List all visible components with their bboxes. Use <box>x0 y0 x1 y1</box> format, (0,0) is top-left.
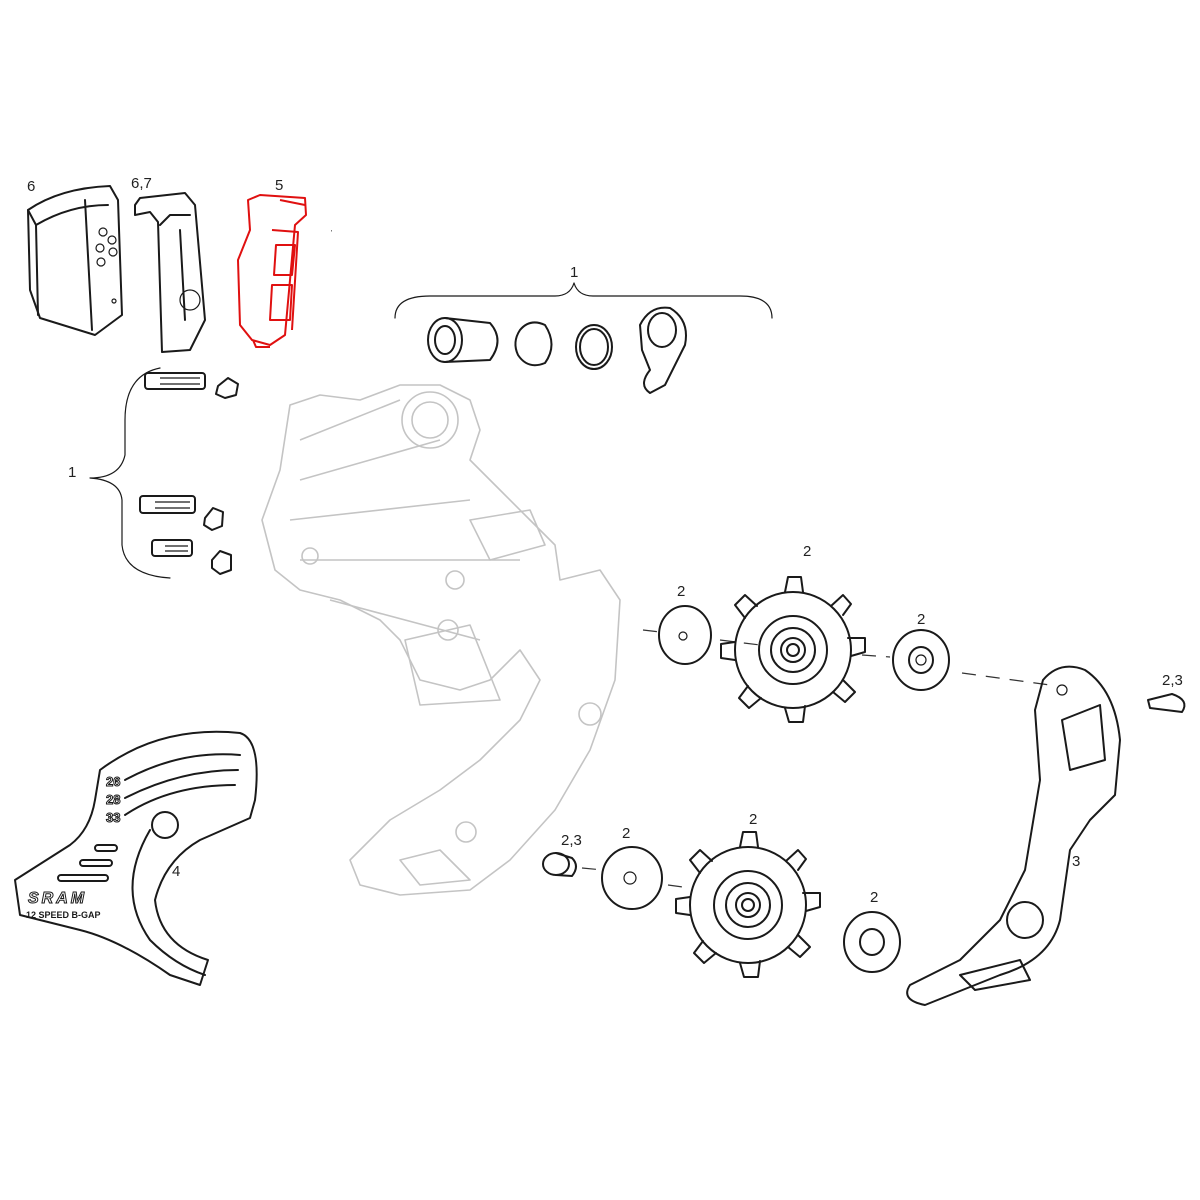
callout-4: 4 <box>172 863 180 880</box>
callout-2-lower-pulley: 2 <box>749 811 757 828</box>
callout-labels: 6 6,7 5 1 1 2 2 2 2,3 3 2 2,3 2 4 2 <box>27 175 1183 906</box>
battery-part-highlighted <box>237 194 307 348</box>
stray-mark: ' <box>331 230 332 237</box>
b-gap-tool-part: 26 28 33 SRAM 12 SPEED B-GAP <box>14 730 258 986</box>
pivot-kit-parts <box>394 282 773 394</box>
size-mark-26: 26 <box>106 774 120 789</box>
callout-2-lower-washer-right: 2 <box>870 889 878 906</box>
sram-logo: SRAM <box>28 890 87 907</box>
battery-clip-part <box>134 192 206 353</box>
upper-pulley-parts <box>642 576 1186 723</box>
battery-cover-part <box>27 185 123 336</box>
size-mark-28: 28 <box>106 792 120 807</box>
cage-part <box>906 665 1121 1006</box>
size-mark-33: 33 <box>106 810 120 825</box>
callout-2-upper-pulley: 2 <box>803 543 811 560</box>
lower-pulley-parts <box>542 831 901 978</box>
callout-2-upper-washer-right: 2 <box>917 611 925 628</box>
derailleur-body-ghost <box>261 384 621 896</box>
b-gap-size-markings: 26 28 33 <box>106 774 121 826</box>
callout-2-3-lower-bolt: 2,3 <box>561 832 582 849</box>
callout-5: 5 <box>275 177 283 194</box>
callout-1-pivot: 1 <box>570 264 578 281</box>
callout-6: 6 <box>27 178 35 195</box>
callout-1-bolts: 1 <box>68 464 76 481</box>
callout-2-3-cage-bolt: 2,3 <box>1162 672 1183 689</box>
b-gap-caption: 12 SPEED B-GAP <box>26 910 101 920</box>
bolt-kit-parts <box>89 367 239 579</box>
callout-2-upper-washer-left: 2 <box>677 583 685 600</box>
callout-6-7: 6,7 <box>131 175 152 192</box>
callout-3: 3 <box>1072 853 1080 870</box>
callout-2-lower-washer-left: 2 <box>622 825 630 842</box>
